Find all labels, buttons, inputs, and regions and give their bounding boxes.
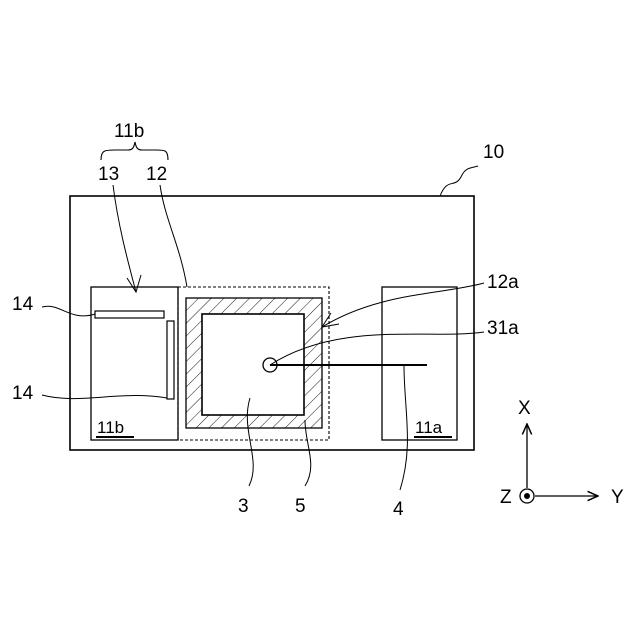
axis-z-dot (524, 493, 530, 499)
label-13: 13 (98, 164, 119, 185)
axis-y-label: Y (611, 487, 624, 508)
leader-10 (440, 166, 478, 196)
label-3: 3 (238, 496, 249, 517)
leader-13 (113, 185, 136, 292)
label-12a: 12a (487, 272, 519, 293)
brace-11b (101, 142, 168, 160)
label-inside-11b: 11b (97, 418, 124, 437)
leader-5 (305, 420, 311, 486)
label-inside-11a: 11a (415, 418, 443, 437)
element-14-lower (167, 321, 174, 399)
element-14-upper (95, 311, 164, 318)
leader-12a (322, 283, 484, 327)
leader-4 (400, 365, 407, 490)
axis-x-label: X (518, 398, 531, 419)
label-4: 4 (393, 499, 404, 520)
label-5: 5 (295, 496, 306, 517)
axis-z-label: Z (500, 487, 512, 508)
label-31a: 31a (487, 318, 519, 339)
label-10: 10 (483, 142, 504, 163)
arrowhead-12a (322, 313, 339, 327)
label-12: 12 (146, 164, 167, 185)
leader-14-upper (42, 306, 95, 316)
label-14-upper: 14 (12, 294, 34, 315)
leader-14-lower (42, 395, 167, 399)
label-11b-group: 11b (114, 121, 144, 142)
label-14-lower: 14 (12, 383, 34, 404)
leader-12 (160, 185, 187, 287)
